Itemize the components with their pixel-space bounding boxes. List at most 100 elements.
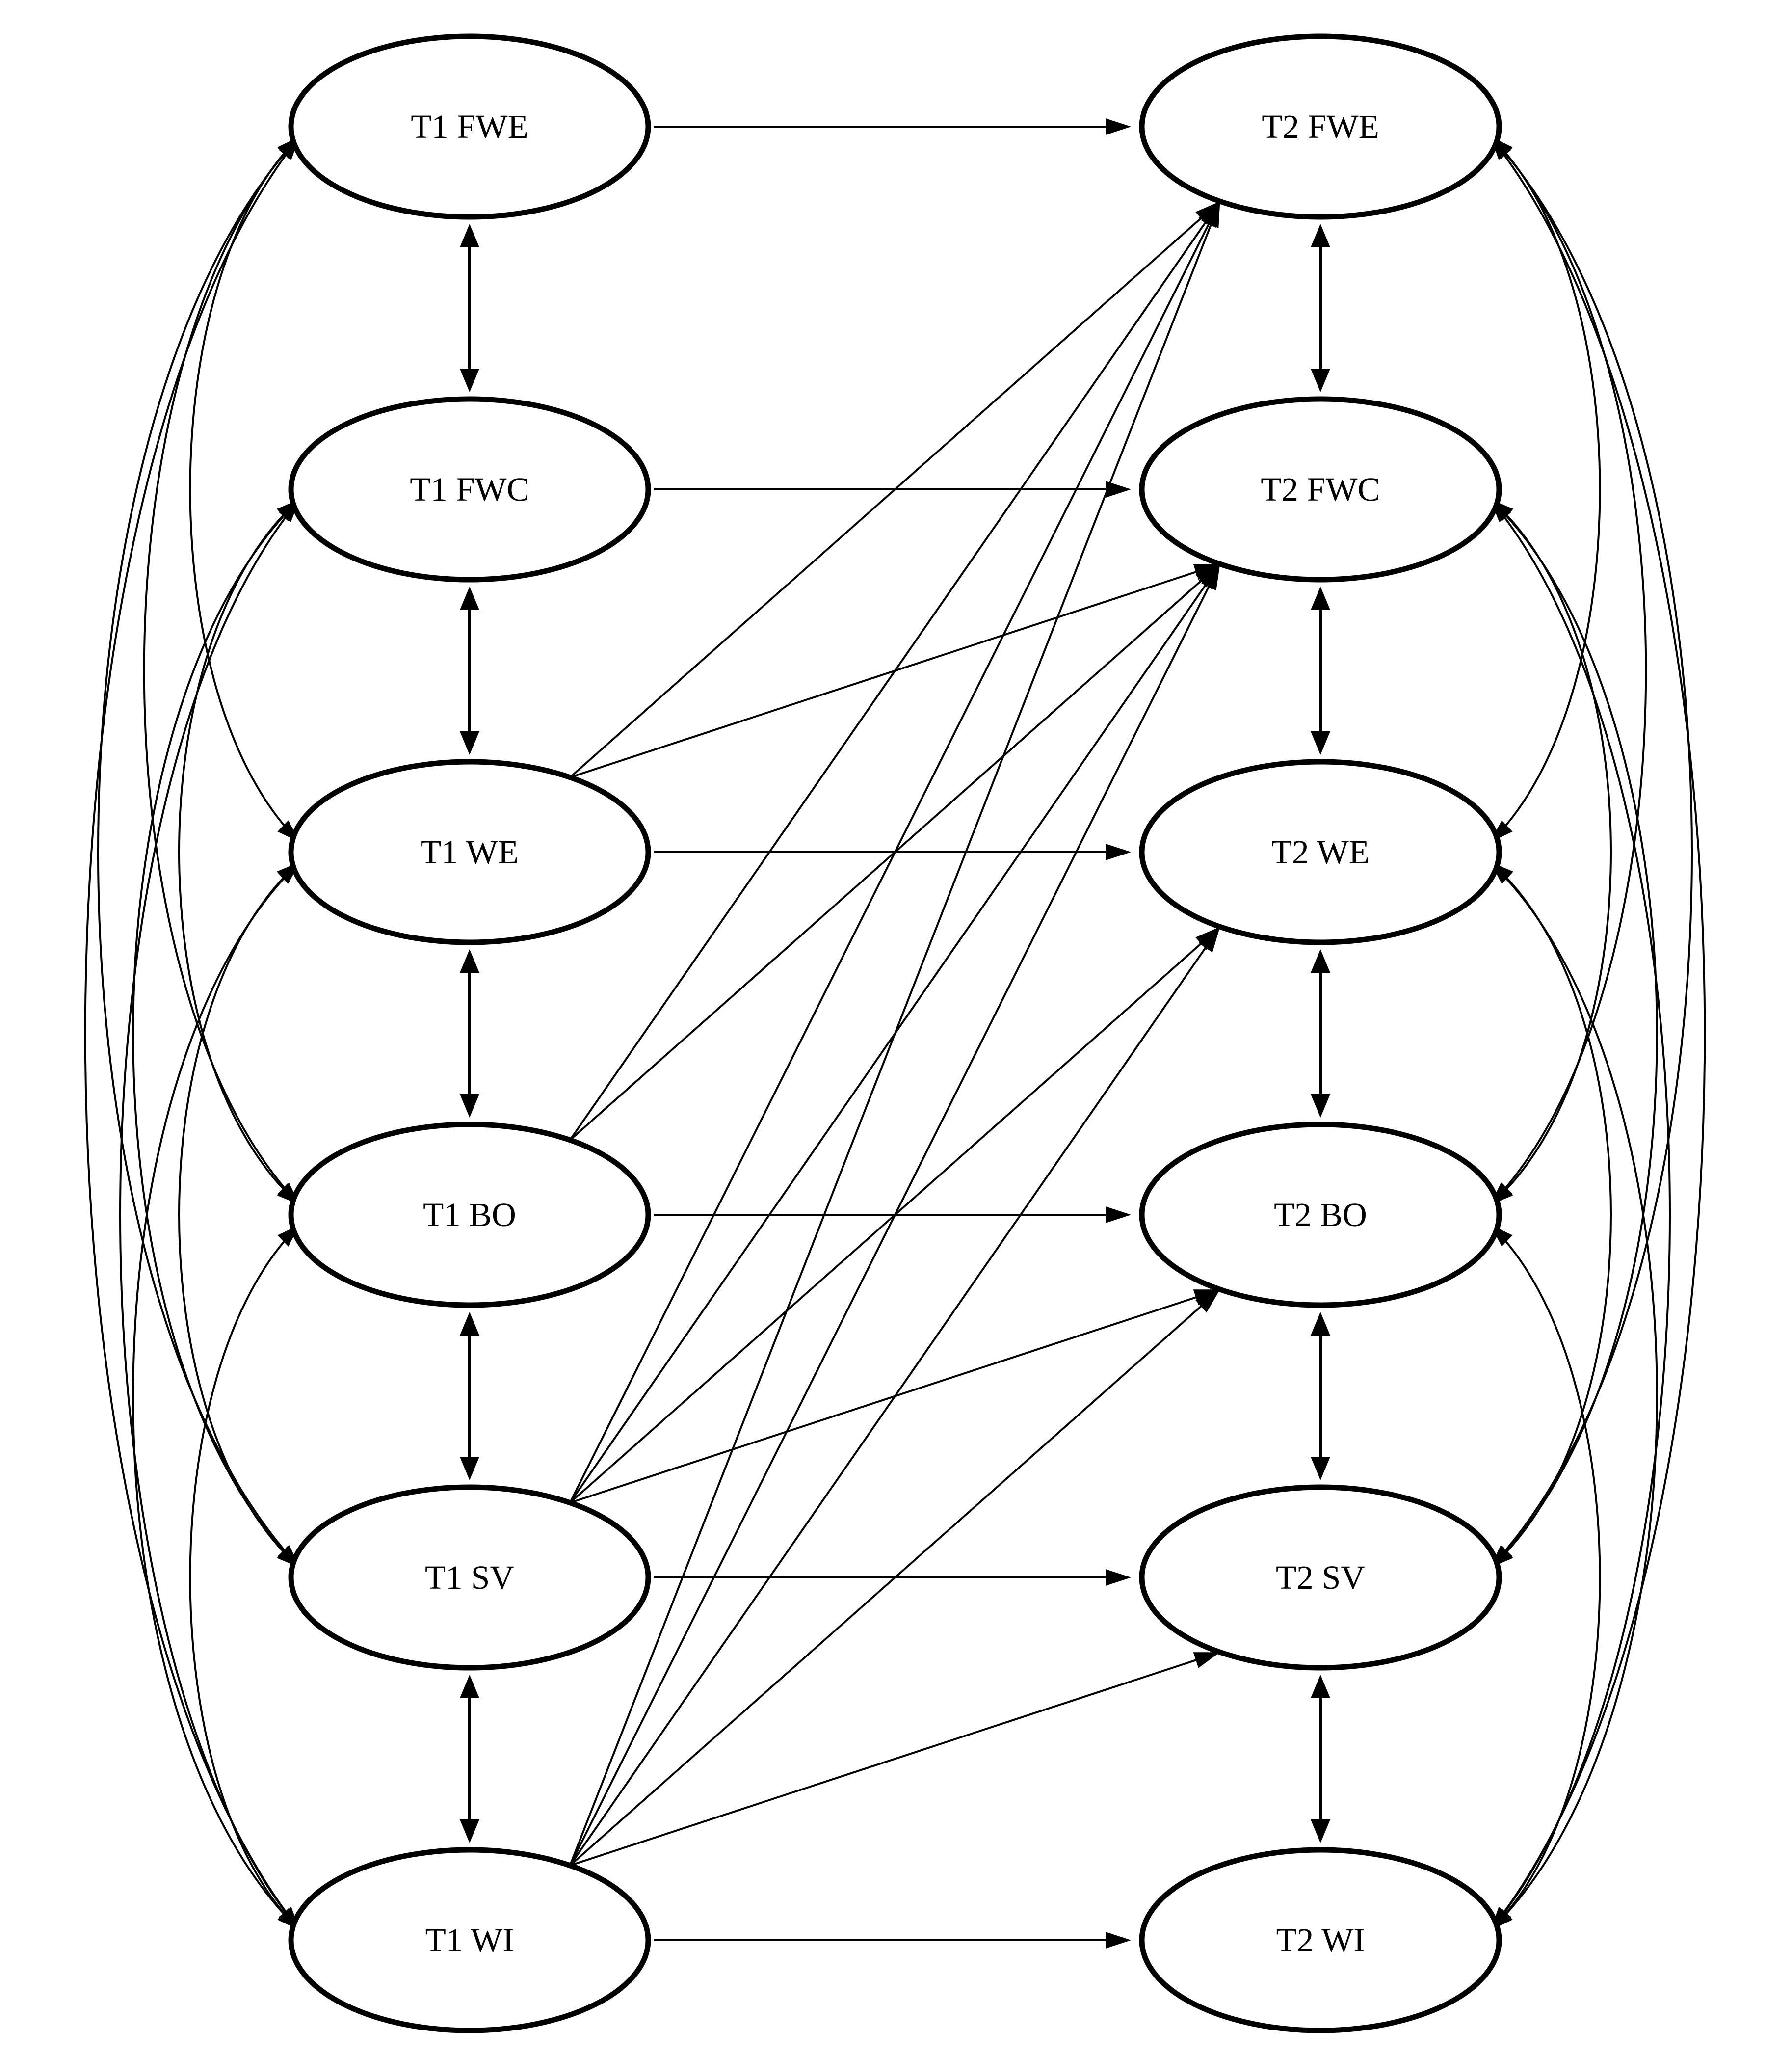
node-ellipse	[288, 1847, 651, 2033]
covariance-t1_fwe-t1_wi	[84, 135, 301, 1931]
arrowhead-cov-t1_bo-t1_sv-bottom	[460, 1457, 479, 1480]
arrowhead-cov-t1_fwe-t1_fwc-top	[460, 224, 479, 247]
arrowhead-cov-t2_sv-t2_wi-top	[1311, 1675, 1330, 1698]
arrowhead-cov-t1_we-t1_bo-top	[460, 949, 479, 973]
covariance-t1_bo-t1_wi	[189, 1224, 301, 1931]
cross-lagged-path-t1_we-to-t2_fwc	[569, 567, 1207, 778]
node-t2_bo: T2 BO	[1139, 1122, 1502, 1308]
covariance-t1_fwc-t1_bo	[178, 498, 301, 1206]
arrowhead-cov-t2_bo-t2_sv-bottom	[1311, 1457, 1330, 1480]
covariance-t1_we-t1_wi	[132, 861, 301, 1931]
node-label: T1 SV	[425, 1559, 514, 1596]
node-t2_wi: T2 WI	[1139, 1847, 1502, 2033]
node-t1_wi: T1 WI	[288, 1847, 651, 2033]
arrowhead-cov-t1_we-t1_bo-bottom	[460, 1094, 479, 1118]
arrowhead-t1_sv-to-t2_sv	[1106, 1569, 1131, 1586]
node-ellipse	[1139, 1484, 1502, 1671]
arrowhead-cov-t1_bo-t1_sv-top	[460, 1312, 479, 1336]
node-t2_fwe: T2 FWE	[1139, 33, 1502, 220]
cross-lagged-path-t1_sv-to-t2_fwc	[569, 575, 1212, 1503]
cross-lagged-path-t1_wi-to-t2_fwe	[569, 214, 1216, 1866]
covariance-t1_we-t1_sv	[178, 861, 301, 1569]
node-ellipse	[288, 759, 651, 945]
arrowhead-t1_wi-to-t2_fwc	[1201, 564, 1220, 591]
node-label: T1 WE	[421, 833, 519, 871]
cross-lagged-path-t1_we-to-t2_fwe	[569, 210, 1210, 778]
node-ellipse	[288, 396, 651, 583]
arrowhead-cov-t2_fwc-t2_we-top	[1311, 587, 1330, 610]
node-t1_we: T1 WE	[288, 759, 651, 945]
arrowhead-t1_fwc-to-t2_fwc	[1106, 481, 1131, 498]
node-t1_fwc: T1 FWC	[288, 396, 651, 583]
covariance-t2_fwc-t2_sv	[1489, 498, 1658, 1569]
covariance-t2_we-t2_wi	[1489, 861, 1658, 1931]
node-ellipse	[1139, 33, 1502, 220]
node-t1_fwe: T1 FWE	[288, 33, 651, 220]
arrowhead-t1_wi-to-t2_fwe	[1203, 201, 1220, 228]
arrowhead-cov-t2_we-t2_bo-bottom	[1311, 1094, 1330, 1118]
node-ellipse	[1139, 1847, 1502, 2033]
arrowhead-cov-t1_fwe-t1_fwc-bottom	[460, 369, 479, 392]
node-t2_fwc: T2 FWC	[1139, 396, 1502, 583]
covariance-t2_bo-t2_wi	[1489, 1224, 1601, 1931]
arrowhead-t1_wi-to-t2_we	[1198, 927, 1220, 953]
node-t2_we: T2 WE	[1139, 759, 1502, 945]
node-ellipse	[288, 33, 651, 220]
arrowhead-cov-t2_fwe-t2_fwc-top	[1311, 224, 1330, 247]
arrowhead-cov-t2_sv-t2_wi-bottom	[1311, 1819, 1330, 1843]
node-t1_bo: T1 BO	[288, 1122, 651, 1308]
arrowhead-cov-t2_fwe-t2_fwc-bottom	[1311, 369, 1330, 392]
edges-layer	[84, 126, 1706, 1941]
covariance-t1_fwe-t1_sv	[97, 135, 301, 1569]
node-ellipse	[1139, 759, 1502, 945]
node-label: T1 WI	[425, 1922, 514, 1959]
arrowhead-t1_wi-to-t2_sv	[1193, 1652, 1220, 1668]
node-label: T2 FWE	[1262, 108, 1379, 145]
node-t2_sv: T2 SV	[1139, 1484, 1502, 1671]
node-label: T1 FWE	[411, 108, 528, 145]
arrowhead-t1_fwe-to-t2_fwe	[1106, 118, 1131, 135]
arrowhead-cov-t1_sv-t1_wi-top	[460, 1675, 479, 1698]
arrowhead-cov-t1_fwc-t1_we-top	[460, 587, 479, 610]
cross-lagged-path-t1_sv-to-t2_fwe	[569, 214, 1214, 1503]
arrowhead-cov-t2_we-t2_bo-top	[1311, 949, 1330, 973]
cross-lagged-path-t1_sv-to-t2_we	[569, 935, 1210, 1504]
covariance-t2_fwc-t2_bo	[1489, 498, 1612, 1206]
node-label: T1 BO	[423, 1196, 516, 1233]
arrowhead-t1_we-to-t2_we	[1106, 844, 1131, 860]
covariance-t2_fwe-t2_we	[1489, 135, 1601, 843]
node-ellipse	[1139, 396, 1502, 583]
node-t1_sv: T1 SV	[288, 1484, 651, 1671]
cross-lagged-path-t1_wi-to-t2_sv	[569, 1656, 1207, 1867]
cross-lagged-path-t1_wi-to-t2_we	[569, 938, 1212, 1866]
arrowhead-t1_bo-to-t2_bo	[1106, 1206, 1131, 1223]
covariance-t1_fwe-t1_bo	[143, 135, 301, 1206]
arrowhead-cov-t1_sv-t1_wi-bottom	[460, 1819, 479, 1843]
covariance-t1_fwe-t1_we	[189, 135, 301, 843]
cross-lagged-path-t1_wi-to-t2_fwc	[569, 577, 1214, 1866]
arrowhead-t1_wi-to-t2_bo	[1195, 1289, 1220, 1313]
cross-lagged-path-t1_sv-to-t2_bo	[569, 1293, 1207, 1504]
node-ellipse	[288, 1122, 651, 1308]
node-label: T2 SV	[1276, 1559, 1365, 1596]
cross-lagged-path-t1_wi-to-t2_bo	[569, 1298, 1210, 1867]
node-label: T2 WI	[1276, 1922, 1365, 1959]
node-label: T1 FWC	[410, 471, 529, 508]
covariance-t1_fwc-t1_sv	[132, 498, 301, 1569]
covariance-t2_fwc-t2_wi	[1489, 498, 1671, 1931]
node-ellipse	[1139, 1122, 1502, 1308]
node-label: T2 BO	[1274, 1196, 1367, 1233]
node-ellipse	[288, 1484, 651, 1671]
arrowhead-cov-t2_fwc-t2_we-bottom	[1311, 731, 1330, 755]
arrowhead-t1_wi-to-t2_wi	[1106, 1932, 1131, 1949]
cross-lagged-path-t1_bo-to-t2_fwc	[569, 573, 1210, 1141]
covariance-t2_fwe-t2_sv	[1489, 135, 1693, 1569]
covariance-t2_we-t2_sv	[1489, 861, 1612, 1569]
cross-lagged-path-t1_bo-to-t2_fwe	[569, 213, 1212, 1141]
covariance-t2_fwe-t2_wi	[1489, 135, 1706, 1931]
covariance-t1_fwc-t1_wi	[119, 498, 301, 1931]
node-label: T2 FWC	[1261, 471, 1380, 508]
nodes-layer: T1 FWE T1 FWC T1 WE T1 BO T1 SV T1 WI T2 FWE T2…	[288, 33, 1502, 2033]
covariance-t2_fwe-t2_bo	[1489, 135, 1647, 1206]
